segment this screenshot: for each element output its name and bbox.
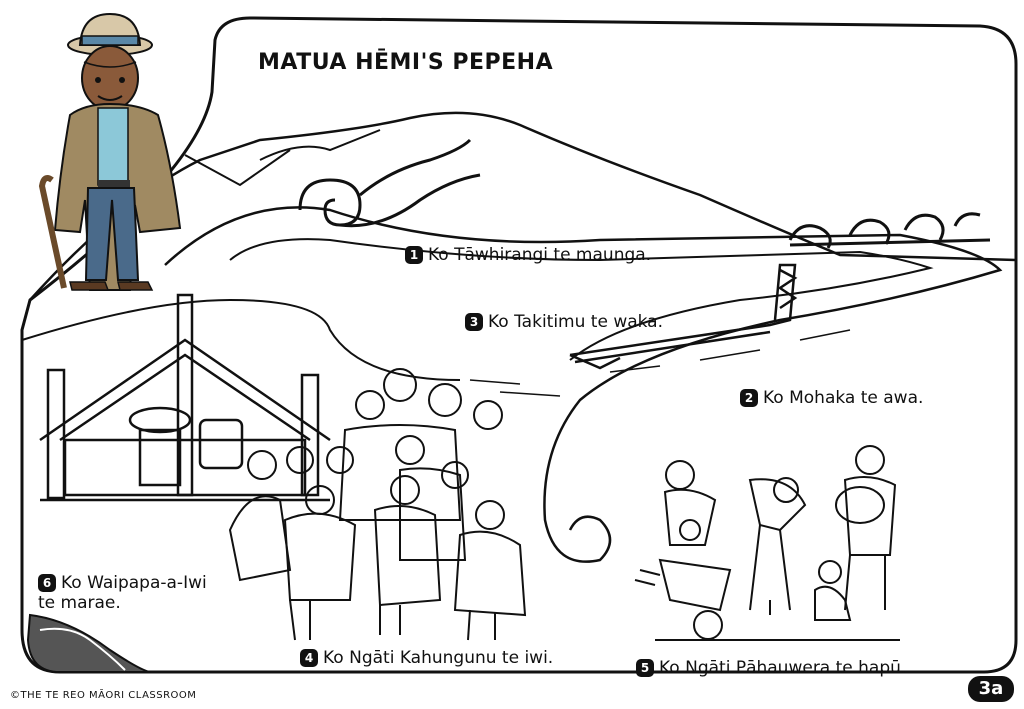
pepeha-item-4: 4 Ko Ngāti Kahungunu te iwi.	[300, 648, 553, 668]
pepeha-item-1: 1 Ko Tāwhirangi te maunga.	[405, 245, 651, 265]
number-badge: 3	[465, 313, 483, 331]
pepeha-item-2: 2 Ko Mohaka te awa.	[740, 388, 923, 408]
kowhaiwhai-corner	[26, 613, 151, 673]
pepeha-item-text: Ko Waipapa-a-Iwi	[61, 573, 207, 593]
kowhaiwhai-swirl	[39, 627, 126, 671]
number-badge: 2	[740, 389, 758, 407]
pepeha-item-6: 6 Ko Waipapa-a-Iwi te marae.	[38, 573, 207, 613]
pepeha-item-5: 5 Ko Ngāti Pāhauwera te hapū.	[636, 658, 906, 678]
pepeha-item-text: Ko Mohaka te awa.	[763, 388, 924, 408]
pepeha-item-text: Ko Ngāti Kahungunu te iwi.	[323, 648, 554, 668]
pepeha-item-3: 3 Ko Takitimu te waka.	[465, 312, 663, 332]
pepeha-item-text: Ko Tāwhirangi te maunga.	[428, 245, 652, 265]
river	[164, 206, 1003, 563]
matua-hemi-figure	[38, 12, 182, 291]
ground-line	[21, 298, 461, 381]
marae-meeting-house	[39, 293, 331, 502]
river-bank-lines	[469, 329, 851, 397]
number-badge: 5	[636, 659, 654, 677]
pepeha-item-text-line2: te marae.	[38, 593, 121, 613]
page-number-badge: 3a	[968, 676, 1014, 702]
mountain-front	[259, 129, 381, 161]
koru-cloud-left	[298, 138, 481, 228]
number-badge: 6	[38, 574, 56, 592]
iwi-group	[228, 368, 527, 641]
koru-cloud-right	[788, 212, 991, 249]
number-badge: 1	[405, 246, 423, 264]
hapu-group	[634, 445, 900, 641]
waka-canoe	[569, 263, 798, 370]
page-title: MATUA HĒMI'S PEPEHA	[258, 50, 554, 75]
number-badge: 4	[300, 649, 318, 667]
river-inner	[229, 238, 934, 361]
copyright-text: ©THE TE REO MĀORI CLASSROOM	[10, 690, 197, 701]
pepeha-item-text: Ko Takitimu te waka.	[488, 312, 664, 332]
mountain-left	[184, 149, 291, 187]
pepeha-item-text: Ko Ngāti Pāhauwera te hapū.	[659, 658, 907, 678]
